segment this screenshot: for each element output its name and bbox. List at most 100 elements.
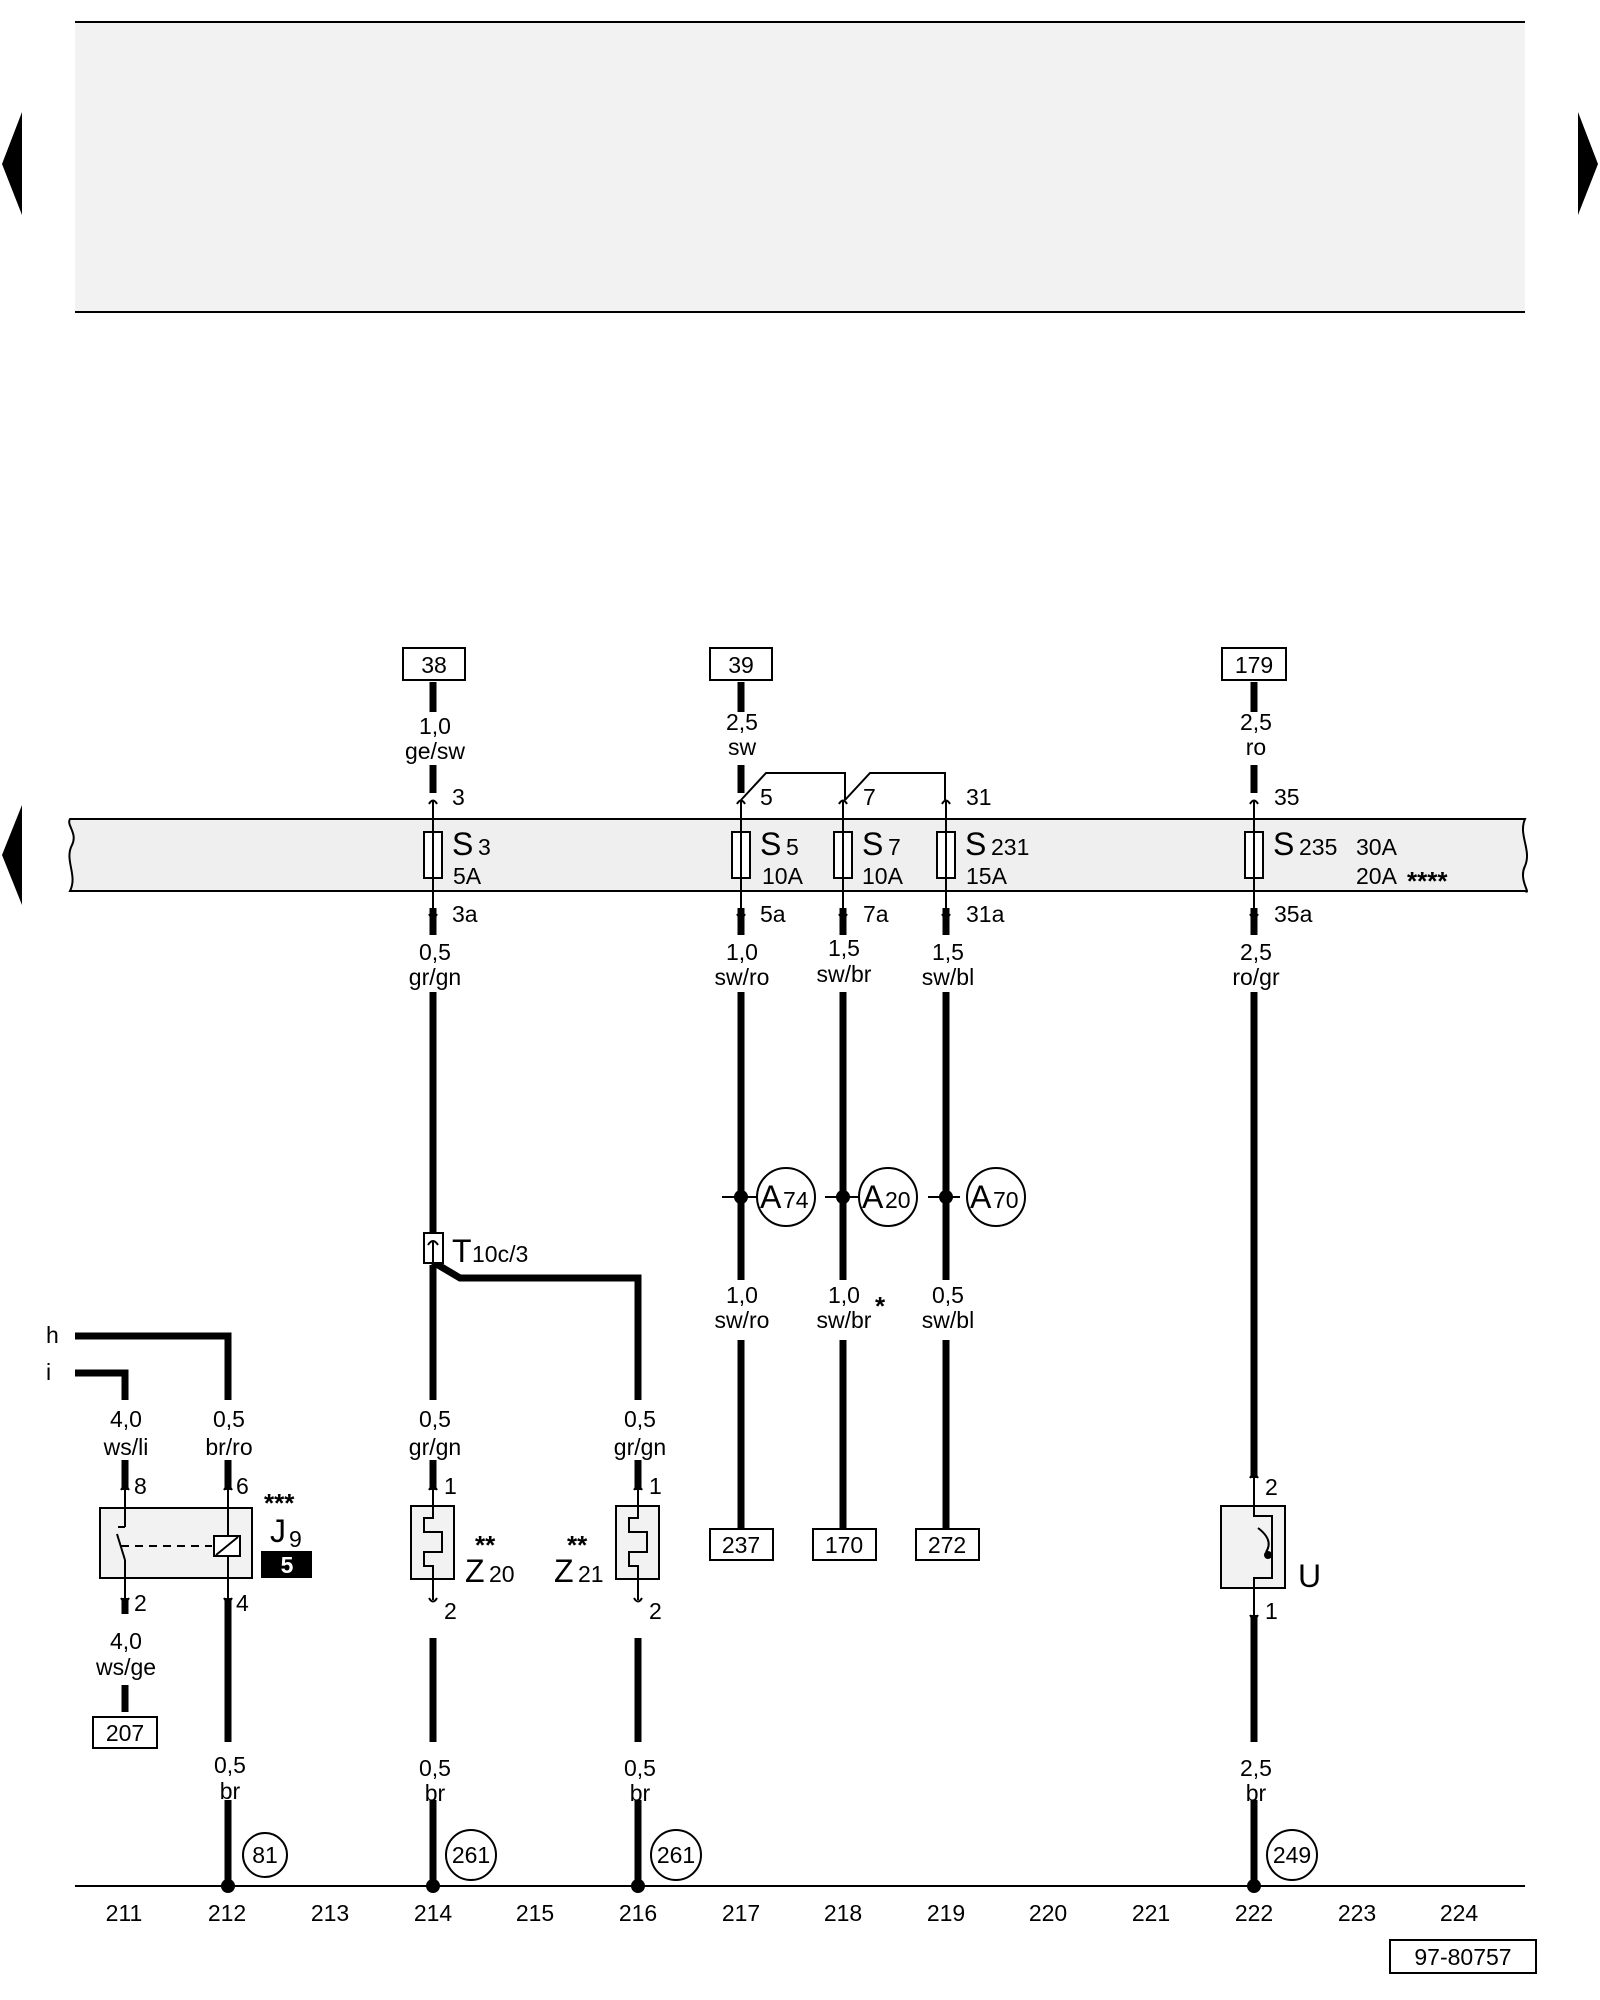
- j9-mark: ***: [264, 1488, 295, 1518]
- fuse-s5-rating: 10A: [762, 863, 804, 889]
- wire-size-j2: 4,0: [110, 1628, 142, 1654]
- next-page-arrow-icon[interactable]: [1578, 112, 1598, 215]
- z20-letter: Z: [465, 1553, 485, 1589]
- previous-page-arrow-icon[interactable]: [2, 112, 22, 215]
- u-letter: U: [1298, 1558, 1321, 1594]
- u-pin-2: 2: [1265, 1474, 1278, 1500]
- ref-box-272[interactable]: [915, 1528, 980, 1561]
- pin-35a: 35a: [1274, 901, 1313, 927]
- wire-size-39: 2,5: [726, 709, 758, 735]
- wire-color-5b: sw/ro: [715, 1307, 770, 1333]
- fuse-s7-num: 7: [888, 834, 901, 860]
- fuse-s3-num: 3: [478, 834, 491, 860]
- grid-coord: 213: [311, 1900, 349, 1926]
- fuse-s3-rating: 5A: [453, 863, 482, 889]
- wire-color-j4: br: [220, 1778, 241, 1804]
- ref-237: 237: [722, 1532, 760, 1558]
- z20-pin-1: 1: [444, 1473, 457, 1499]
- z21-pin-2: 2: [649, 1598, 662, 1624]
- splice-dot-a20: [836, 1190, 850, 1204]
- fuse-s231-num: 231: [991, 834, 1029, 860]
- wire-color-38: ge/sw: [405, 738, 465, 764]
- j9-badge: [261, 1551, 312, 1578]
- fuse-panel-left-arrow-icon[interactable]: [2, 805, 22, 905]
- connector-a70-letter: A: [970, 1179, 992, 1215]
- wire-color-z20g: br: [425, 1780, 446, 1806]
- ref-box-38[interactable]: [402, 647, 466, 681]
- wire-size-31b: 0,5: [932, 1282, 964, 1308]
- grid-coord: 222: [1235, 1900, 1273, 1926]
- fuse-s7-rating: 10A: [862, 863, 904, 889]
- fuse-s235-rating2: 20A: [1356, 863, 1398, 889]
- connector-t10c-letter: T: [452, 1233, 472, 1269]
- pin-7: 7: [863, 784, 876, 810]
- ground-point-261a[interactable]: [445, 1829, 497, 1881]
- wire-size-179: 2,5: [1240, 709, 1272, 735]
- drawing-number: 97-80757: [1414, 1944, 1511, 1970]
- wire-size-31a: 1,5: [932, 939, 964, 965]
- wire-color-j6: br/ro: [205, 1434, 252, 1460]
- u-pin-1: 1: [1265, 1598, 1278, 1624]
- fuse-s3-letter: S: [452, 826, 473, 862]
- ref-box-170[interactable]: [812, 1528, 877, 1561]
- z21-mark: **: [567, 1530, 588, 1560]
- connector-a70-num: 70: [993, 1187, 1019, 1213]
- connector-a74[interactable]: [756, 1167, 816, 1227]
- ground-point-261b[interactable]: [650, 1829, 702, 1881]
- ref-box-179[interactable]: [1221, 647, 1287, 681]
- heater-z21-element: [628, 1506, 648, 1579]
- wire-h-label: h: [46, 1322, 59, 1348]
- grid-coordinates: 211 212 213 214 215 216 217 218 219 220 …: [106, 1900, 1479, 1926]
- splice-dot-a70: [939, 1190, 953, 1204]
- j9-letter: J: [270, 1513, 286, 1549]
- connector-a74-num: 74: [783, 1187, 809, 1213]
- wire-color-ug: br: [1246, 1780, 1267, 1806]
- wire-size-7a: 1,5: [828, 935, 860, 961]
- socket-u[interactable]: [1220, 1505, 1286, 1589]
- connector-a20-num: 20: [885, 1187, 911, 1213]
- ground-261b: 261: [657, 1842, 695, 1868]
- wire-size-j8: 4,0: [110, 1406, 142, 1432]
- grid-coord: 223: [1338, 1900, 1376, 1926]
- splice-dot-a74: [734, 1190, 748, 1204]
- z20-mark: **: [475, 1530, 496, 1560]
- grid-coord: 219: [927, 1900, 965, 1926]
- pin-31: 31: [966, 784, 992, 810]
- pin-7a: 7a: [863, 901, 889, 927]
- wire-size-3a: 0,5: [419, 939, 451, 965]
- header-band: [75, 22, 1525, 312]
- ref-box-237[interactable]: [709, 1528, 774, 1561]
- j9-pin-4: 4: [236, 1590, 249, 1616]
- grid-coord: 224: [1440, 1900, 1479, 1926]
- ground-point-81[interactable]: [242, 1832, 288, 1878]
- ref-box-39[interactable]: [709, 647, 773, 681]
- wire-size-z21: 0,5: [624, 1406, 656, 1432]
- ref-179: 179: [1235, 652, 1273, 678]
- grid-coord: 212: [208, 1900, 246, 1926]
- ground-dot-222: [1247, 1879, 1261, 1893]
- z21-letter: Z: [554, 1553, 574, 1589]
- wire-size-z21g: 0,5: [624, 1755, 656, 1781]
- wire-size-z20g: 0,5: [419, 1755, 451, 1781]
- drawing-number-box: [1389, 1939, 1537, 1974]
- wire-size-ug: 2,5: [1240, 1755, 1272, 1781]
- connector-a20[interactable]: [858, 1167, 918, 1227]
- pin-3: 3: [452, 784, 465, 810]
- connector-a20-letter: A: [862, 1179, 884, 1215]
- fuse-s7-letter: S: [862, 826, 883, 862]
- fuse-s235-rating2-mark: ****: [1407, 866, 1448, 896]
- ground-point-249[interactable]: [1266, 1829, 1318, 1881]
- pin-3a: 3a: [452, 901, 478, 927]
- wire-color-179: ro: [1246, 734, 1266, 760]
- connector-a70[interactable]: [966, 1167, 1026, 1227]
- z21-num: 21: [578, 1561, 604, 1587]
- j9-pin-8: 8: [134, 1473, 147, 1499]
- wire-size-5b: 1,0: [726, 1282, 758, 1308]
- wire-color-7a: sw/br: [817, 961, 872, 987]
- ground-81: 81: [252, 1842, 278, 1868]
- ref-box-207[interactable]: [92, 1716, 158, 1749]
- grid-coord: 215: [516, 1900, 554, 1926]
- fuse-s231-rating: 15A: [966, 863, 1008, 889]
- wire-size-j6: 0,5: [213, 1406, 245, 1432]
- pin-5a: 5a: [760, 901, 786, 927]
